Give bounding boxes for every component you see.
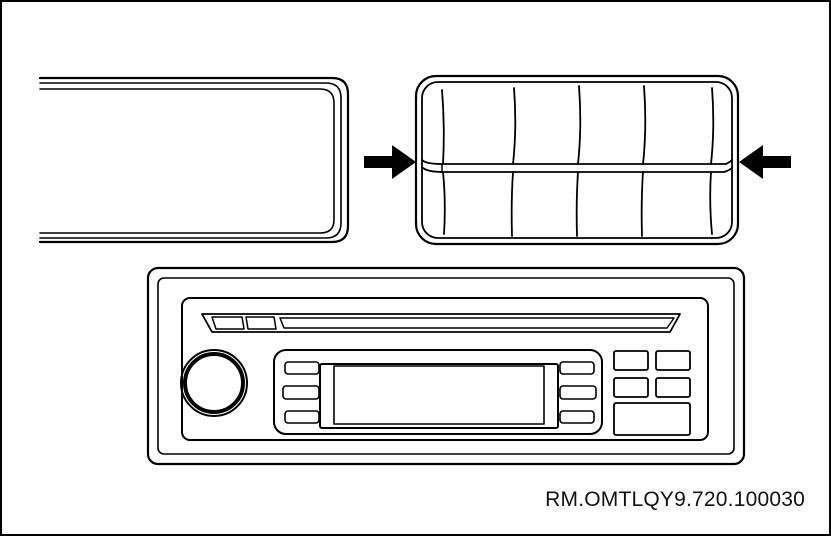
display-panel xyxy=(273,349,603,435)
cd-slot-bar xyxy=(201,313,681,333)
reference-code: RM.OMTLQY9.720.100030 xyxy=(545,488,805,511)
radio-head-unit xyxy=(146,266,746,466)
arrow-right-icon xyxy=(364,145,416,179)
arrow-left-icon xyxy=(739,145,791,179)
preset-buttons xyxy=(613,350,691,436)
trim-panel xyxy=(38,76,350,244)
ribbed-removal-tool xyxy=(414,74,740,246)
volume-knob xyxy=(180,349,248,417)
